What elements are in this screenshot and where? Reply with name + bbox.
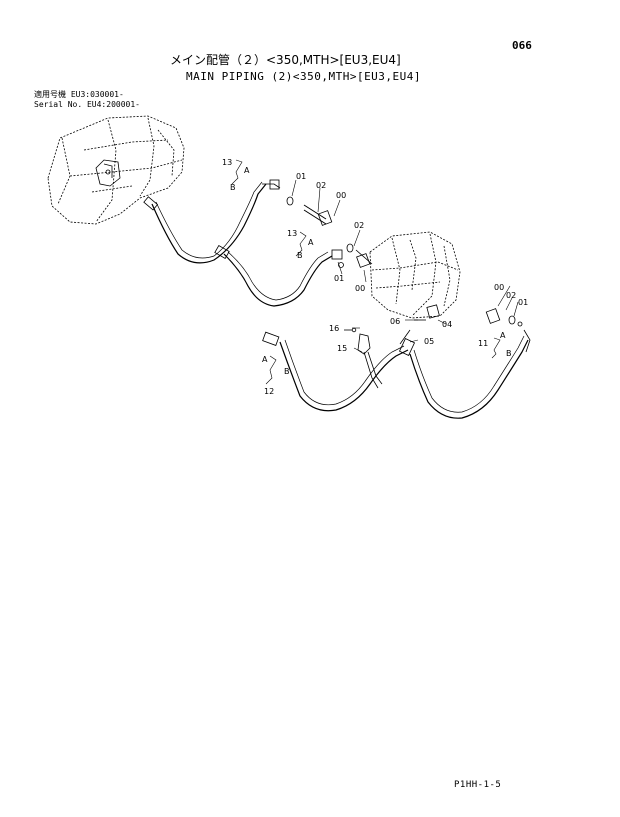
- callout-A2: A: [308, 238, 314, 247]
- hose-upper: [143, 179, 281, 264]
- control-valve-illustration: [369, 231, 461, 319]
- callout-01a: 01: [296, 172, 306, 181]
- serial-line-jp: 適用号機 EU3:030001-: [34, 90, 124, 99]
- callout-13-middle: 13: [287, 229, 297, 238]
- callout-B1: B: [230, 183, 236, 192]
- pump-bracket: [95, 159, 121, 187]
- callout-B2: B: [297, 251, 303, 260]
- callout-A3: A: [262, 355, 268, 364]
- fittings-upper: [286, 196, 373, 268]
- title-japanese: メイン配管（２）<350,MTH>[EU3,EU4]: [170, 53, 401, 67]
- callout-15: 15: [337, 344, 347, 353]
- callout-B3: B: [284, 367, 290, 376]
- callout-00c: 00: [494, 283, 504, 292]
- callout-05: 05: [424, 337, 434, 346]
- callout-02a: 02: [316, 181, 326, 190]
- callout-02c: 02: [506, 291, 516, 300]
- callout-06: 06: [390, 317, 400, 326]
- hose-lower-left: [262, 331, 409, 412]
- footer-code: P1HH-1-5: [454, 780, 502, 790]
- callout-12: 12: [264, 387, 274, 396]
- callout-A4: A: [500, 331, 506, 340]
- callout-01c: 01: [518, 298, 528, 307]
- callout-11: 11: [478, 339, 488, 348]
- callout-00a: 00: [336, 191, 346, 200]
- page-number: 066: [512, 39, 532, 52]
- leader-lines: [231, 159, 519, 385]
- title-english: MAIN PIPING (2)<350,MTH>[EU3,EU4]: [186, 70, 422, 83]
- callout-16: 16: [329, 324, 339, 333]
- fittings-right: [399, 304, 523, 345]
- callout-A1: A: [244, 166, 250, 175]
- callout-00b: 00: [355, 284, 365, 293]
- callout-01b: 01: [334, 274, 344, 283]
- callout-labels: 13 A B 01 02 00 13 A B 02 01 00 00 02 01…: [222, 158, 528, 396]
- hose-lower-right: [398, 329, 531, 419]
- clamp-assembly: [344, 327, 383, 389]
- serial-applicability: 適用号機 EU3:030001- Serial No. EU4:200001-: [34, 90, 140, 109]
- callout-B4: B: [506, 349, 512, 358]
- hose-middle: [214, 244, 343, 307]
- pump-housing-illustration: [47, 115, 185, 225]
- callout-02b: 02: [354, 221, 364, 230]
- callout-13-upper: 13: [222, 158, 232, 167]
- serial-line-en: Serial No. EU4:200001-: [34, 99, 140, 109]
- callout-04: 04: [442, 320, 452, 329]
